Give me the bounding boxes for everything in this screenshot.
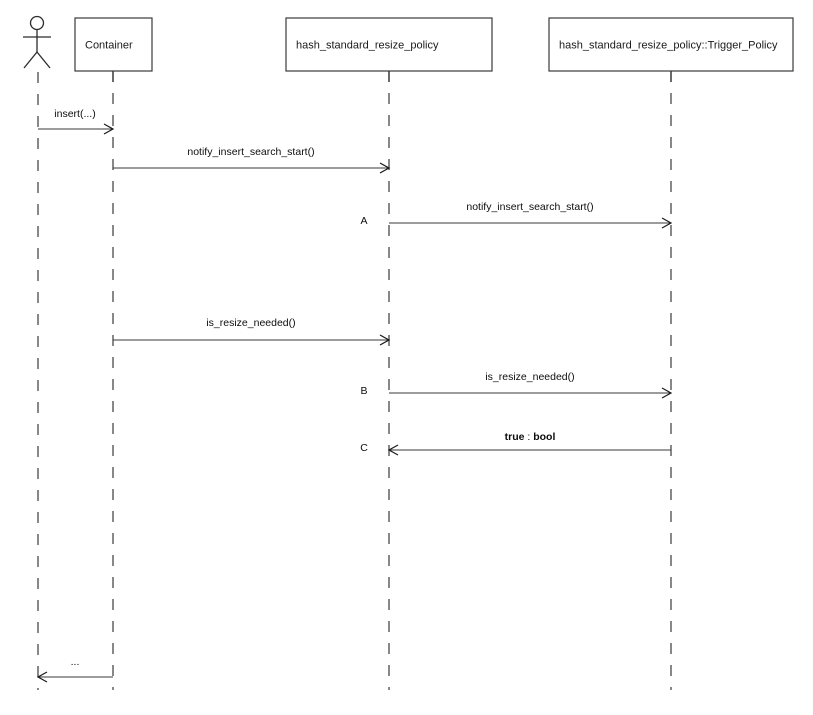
participant-label-container: Container [85, 39, 133, 51]
message-m3[interactable]: notify_insert_search_start() A [360, 201, 673, 229]
message-label-m3: notify_insert_search_start() [466, 201, 593, 213]
participant-container[interactable]: Container [74, 17, 153, 72]
participants-layer: Container hash_standard_resize_policy hash… [74, 17, 794, 72]
message-arrowhead-m6 [387, 444, 399, 456]
message-label-m5: is_resize_needed() [485, 371, 574, 383]
participant-trigger_policy[interactable]: hash_standard_resize_policy::Trigger_Pol… [548, 17, 794, 72]
participant-box-resize_policy [285, 17, 493, 72]
message-arrowhead-m5 [661, 387, 673, 399]
participant-box-container [74, 17, 153, 72]
message-marker-m5: B [360, 385, 367, 397]
message-marker-m6: C [360, 442, 368, 454]
message-label-m7: ... [71, 656, 80, 668]
actor-leg-left-icon [23, 51, 38, 69]
message-m2[interactable]: notify_insert_search_start() [113, 146, 391, 174]
message-arrowhead-m1 [103, 123, 115, 135]
messages-layer: insert(...)notify_insert_search_start()n… [36, 108, 673, 683]
participant-resize_policy[interactable]: hash_standard_resize_policy [285, 17, 493, 72]
message-label-m4: is_resize_needed() [206, 317, 295, 329]
actor-figure [23, 15, 51, 69]
message-arrowhead-m4 [379, 334, 391, 346]
participant-box-trigger_policy [548, 17, 794, 72]
message-arrowhead-m3 [661, 217, 673, 229]
message-marker-m3: A [360, 215, 367, 227]
participant-label-trigger_policy: hash_standard_resize_policy::Trigger_Pol… [559, 39, 778, 51]
message-label-m1: insert(...) [54, 108, 95, 120]
message-arrowhead-m2 [379, 162, 391, 174]
message-m5[interactable]: is_resize_needed() B [360, 371, 673, 399]
actor-leg-right-icon [36, 51, 51, 69]
actor-head-icon [29, 15, 45, 31]
message-label-m2: notify_insert_search_start() [187, 146, 314, 158]
message-m4[interactable]: is_resize_needed() [113, 317, 391, 346]
message-m1[interactable]: insert(...) [38, 108, 115, 135]
message-m7[interactable]: ... [36, 656, 113, 683]
message-label-m6: true : bool [505, 431, 556, 443]
message-arrowhead-m7 [36, 671, 48, 683]
lifelines-layer [37, 71, 672, 690]
participant-label-resize_policy: hash_standard_resize_policy [296, 39, 439, 51]
